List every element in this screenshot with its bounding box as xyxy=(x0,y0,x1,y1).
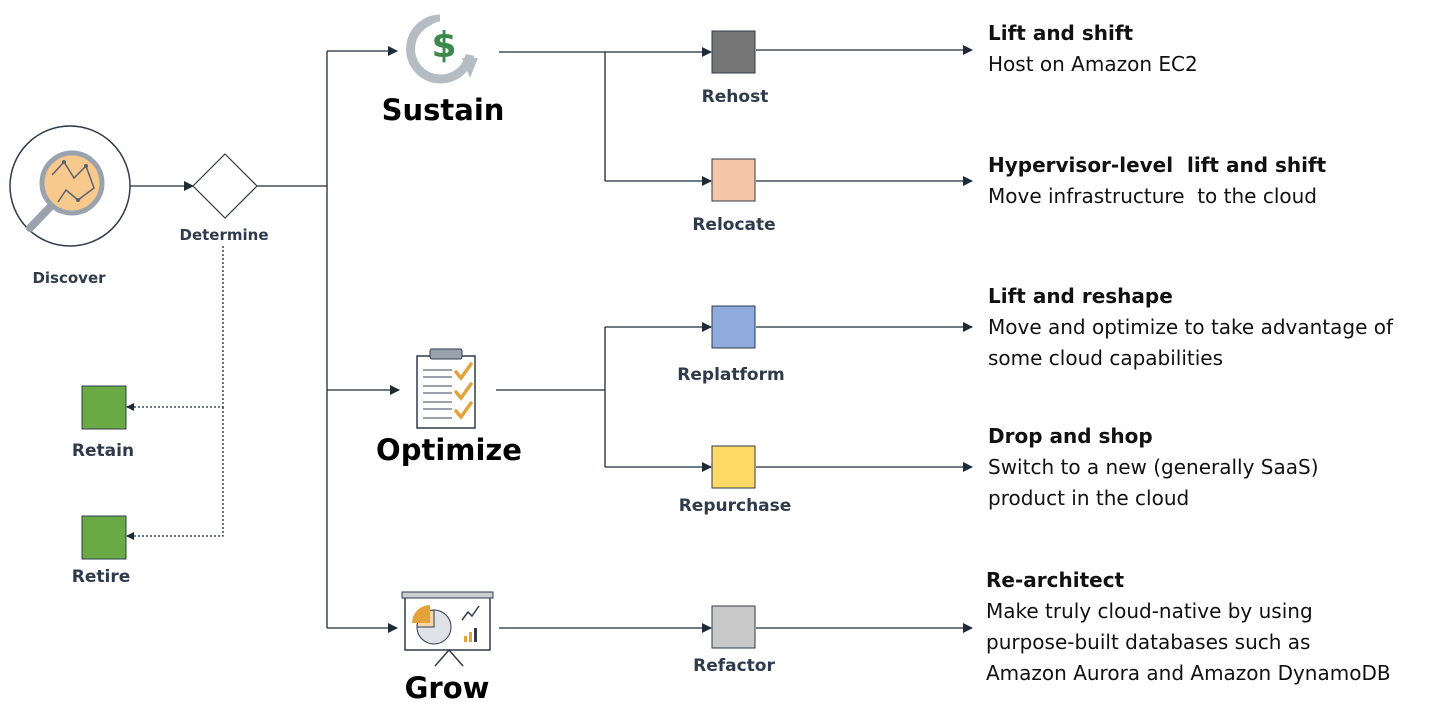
repurchase-description-line: product in the cloud xyxy=(988,486,1190,510)
replatform-description-line: Move and optimize to take advantage of xyxy=(988,315,1394,339)
replatform-description-line: some cloud capabilities xyxy=(988,346,1224,370)
repurchase-label: Repurchase xyxy=(678,496,792,516)
presentation-chart-icon xyxy=(401,591,494,667)
refactor-description: Re-architect Make truly cloud-native by … xyxy=(986,565,1391,689)
rehost-label: Rehost xyxy=(701,87,769,107)
determine-to-retain-dotted-arrow xyxy=(126,246,224,411)
replatform-label: Replatform xyxy=(677,365,785,385)
repurchase-description-title: Drop and shop xyxy=(988,424,1153,448)
rehost-description-title: Lift and shift xyxy=(988,21,1134,45)
refactor-description-line: Amazon Aurora and Amazon DynamoDB xyxy=(986,661,1391,685)
retain-square xyxy=(81,385,127,430)
relocate-description-title: Hypervisor-level lift and shift xyxy=(988,153,1327,177)
refactor-description-line: purpose-built databases such as xyxy=(986,630,1311,654)
repurchase-description: Drop and shop Switch to a new (generally… xyxy=(988,421,1319,514)
determine-to-retire-dotted-arrow xyxy=(126,407,224,540)
retire-label: Retire xyxy=(71,567,131,587)
determine-diamond xyxy=(192,153,258,219)
rehost-square xyxy=(711,30,756,74)
replatform-description-title: Lift and reshape xyxy=(988,284,1173,308)
relocate-description: Hypervisor-level lift and shift Move inf… xyxy=(988,150,1326,212)
rehost-description-line: Host on Amazon EC2 xyxy=(988,52,1198,76)
replatform-description: Lift and reshape Move and optimize to ta… xyxy=(988,281,1393,374)
svg-text:$: $ xyxy=(431,25,456,66)
determine-label: Determine xyxy=(179,226,269,244)
dollar-cycle-icon: $ xyxy=(406,14,478,84)
retire-square xyxy=(81,515,127,560)
refactor-description-line: Make truly cloud-native by using xyxy=(986,599,1313,623)
relocate-description-line: Move infrastructure to the cloud xyxy=(988,184,1317,208)
refactor-square xyxy=(711,605,756,649)
sustain-label: Sustain xyxy=(381,93,505,127)
discover-label: Discover xyxy=(32,269,106,287)
repurchase-square xyxy=(711,445,756,489)
connectors xyxy=(126,45,973,633)
magnifier-map-icon xyxy=(9,125,131,247)
rehost-description: Lift and shift Host on Amazon EC2 xyxy=(988,18,1198,80)
replatform-square xyxy=(711,305,756,349)
relocate-square xyxy=(711,158,756,202)
refactor-description-title: Re-architect xyxy=(986,568,1125,592)
grow-label: Grow xyxy=(404,671,490,705)
clipboard-checklist-icon xyxy=(416,348,476,429)
repurchase-description-line: Switch to a new (generally SaaS) xyxy=(988,455,1319,479)
relocate-label: Relocate xyxy=(692,215,776,235)
optimize-label: Optimize xyxy=(376,433,522,467)
retain-label: Retain xyxy=(71,441,135,461)
refactor-label: Refactor xyxy=(693,656,775,676)
